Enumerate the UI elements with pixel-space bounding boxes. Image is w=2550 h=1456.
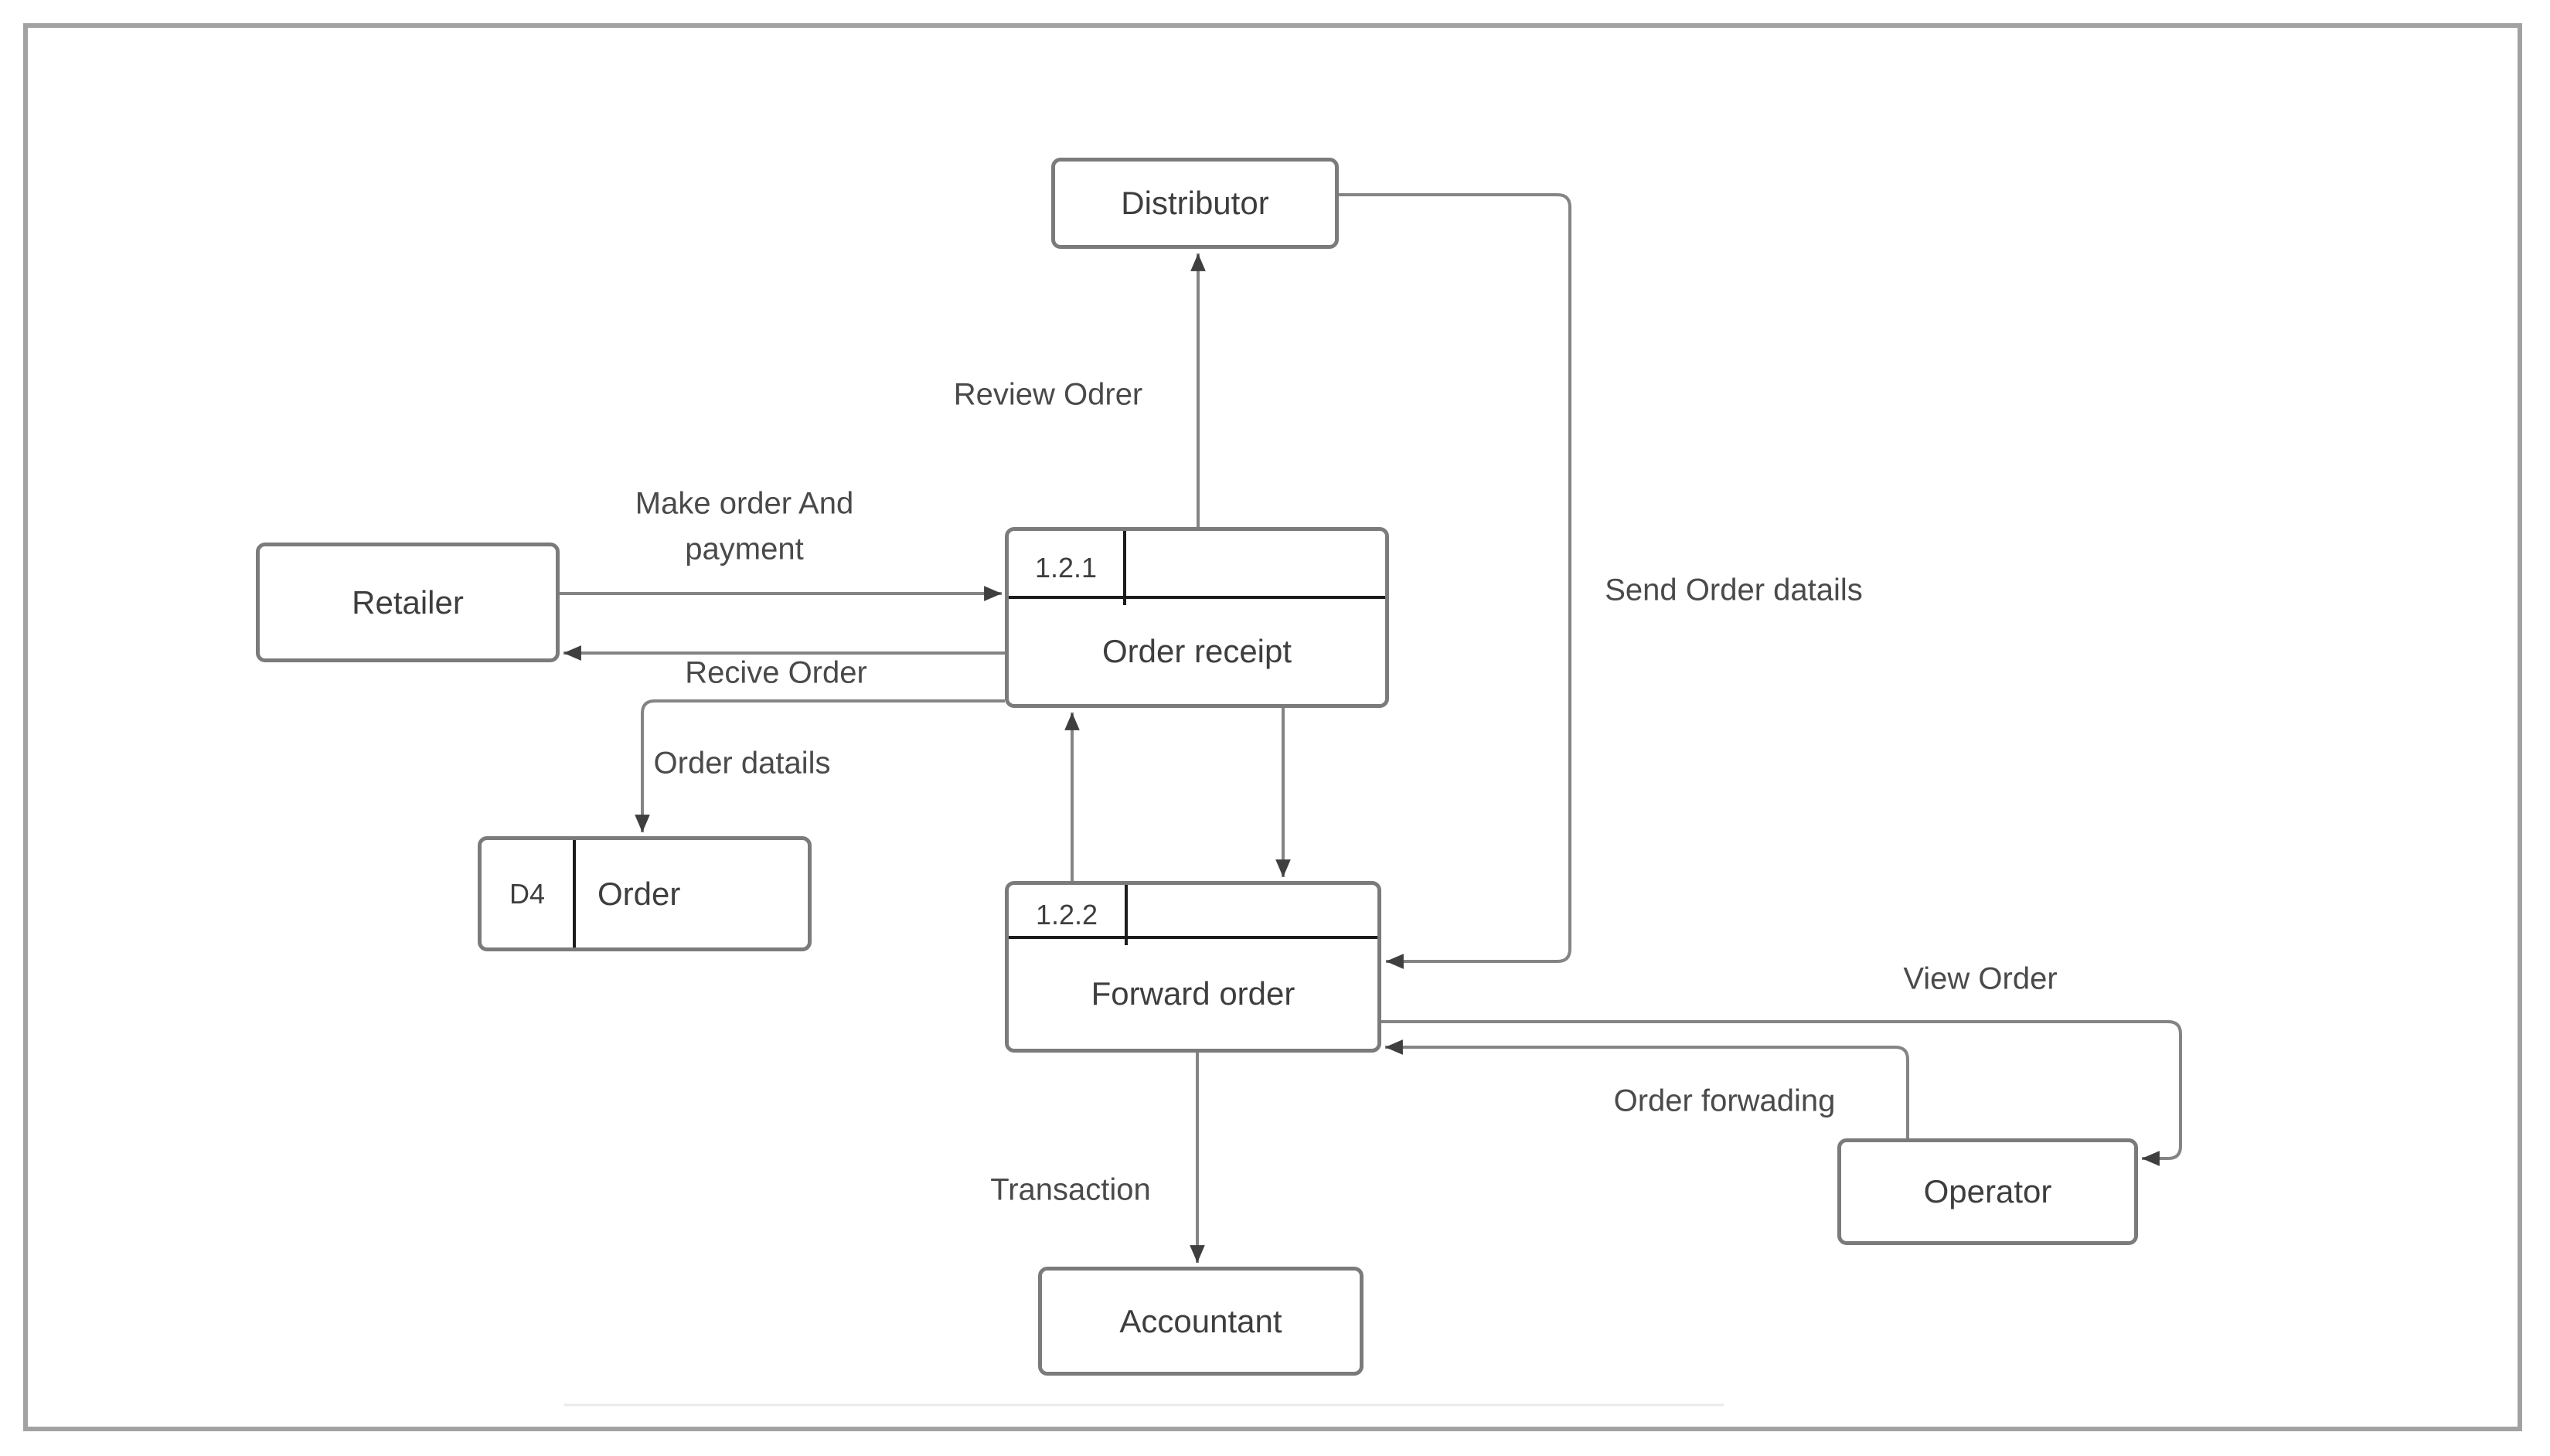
datastore-d4-id-cell: D4 xyxy=(482,840,576,947)
process-forward-order-header xyxy=(1009,885,1377,939)
entity-distributor: Distributor xyxy=(1051,158,1339,249)
flow-review-order-label: Review Odrer xyxy=(953,377,1143,412)
flow-make-order-label-line2: payment xyxy=(685,532,804,566)
datastore-d4-name-cell: Order xyxy=(576,840,808,947)
datastore-d4-id: D4 xyxy=(509,877,546,910)
process-order-receipt-header xyxy=(1009,531,1385,599)
diagram-border-frame xyxy=(23,23,2522,1431)
entity-accountant: Accountant xyxy=(1038,1267,1364,1376)
flow-order-details-label: Order datails xyxy=(653,746,831,781)
process-order-receipt: 1.2.1 Order receipt xyxy=(1005,527,1389,708)
process-order-receipt-number: 1.2.1 xyxy=(1034,552,1098,583)
flow-order-forwarding-label: Order forwading xyxy=(1613,1083,1836,1118)
entity-retailer-label: Retailer xyxy=(352,583,464,621)
process-order-receipt-body: Order receipt xyxy=(1009,599,1385,704)
process-forward-order-number-cell: 1.2.2 xyxy=(1009,885,1128,945)
flow-send-order-details-connector xyxy=(1339,193,1571,969)
entity-accountant-label: Accountant xyxy=(1119,1302,1282,1339)
flow-send-order-details-label: Send Order datails xyxy=(1605,573,1863,607)
process-forward-order-label: Forward order xyxy=(1091,975,1295,1012)
flow-order-details-connector xyxy=(635,699,1005,832)
entity-operator-label: Operator xyxy=(1923,1173,2052,1209)
flow-transaction-label: Transaction xyxy=(990,1172,1151,1207)
flow-make-order-label-line1: Make order And xyxy=(635,486,854,521)
process-forward-order: 1.2.2 Forward order xyxy=(1005,881,1381,1053)
entity-retailer: Retailer xyxy=(256,543,560,662)
flow-view-order-label: View Order xyxy=(1903,961,2058,996)
flow-view-order-connector xyxy=(1381,1020,2182,1166)
flow-receive-order-label: Recive Order xyxy=(685,655,867,690)
flow-order-forwarding-connector xyxy=(1385,1039,1909,1138)
datastore-d4-order: D4 Order xyxy=(478,836,812,951)
process-forward-order-number: 1.2.2 xyxy=(1035,899,1098,930)
entity-operator: Operator xyxy=(1837,1138,2138,1245)
process-order-receipt-label: Order receipt xyxy=(1101,633,1292,669)
datastore-d4-name: Order xyxy=(597,875,681,912)
process-order-receipt-number-cell: 1.2.1 xyxy=(1009,531,1126,605)
entity-distributor-label: Distributor xyxy=(1121,185,1269,221)
process-forward-order-body: Forward order xyxy=(1009,939,1377,1049)
